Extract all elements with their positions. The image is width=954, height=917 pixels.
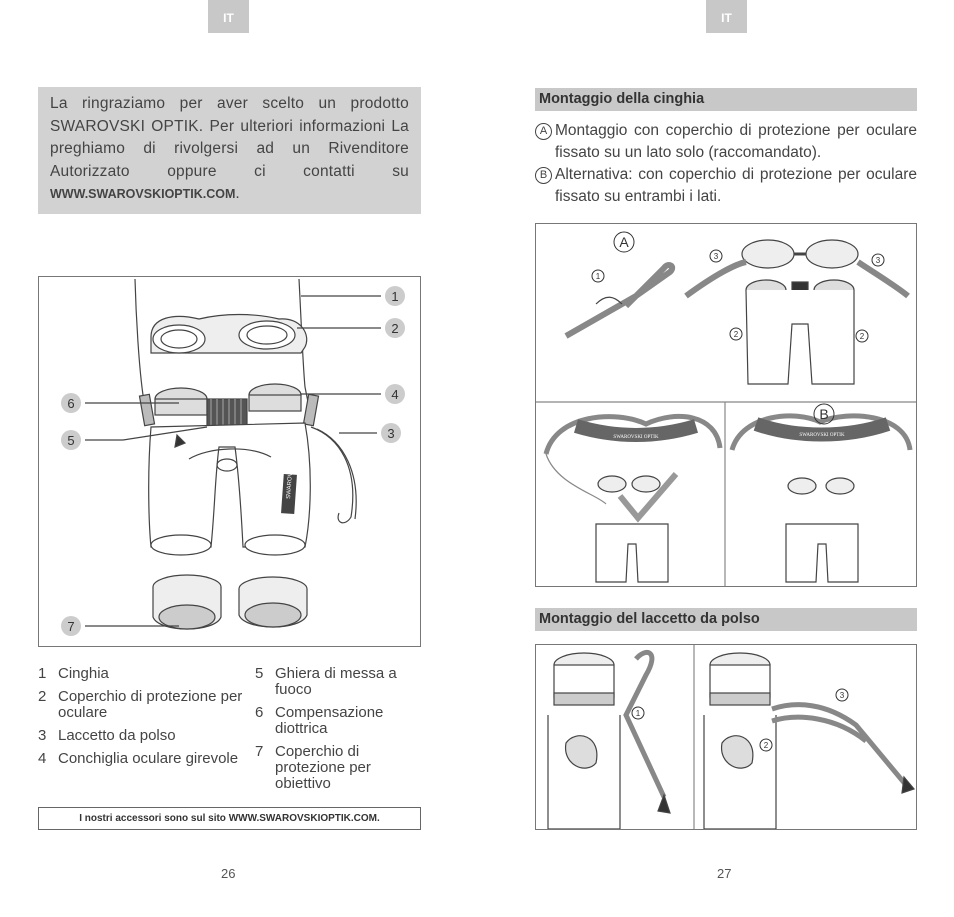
- option-a-text: Montaggio con coperchio di protezione pe…: [555, 122, 917, 161]
- strap-step-3-right: 3: [876, 256, 881, 265]
- callout-4: 4: [391, 387, 398, 402]
- intro-end: .: [235, 185, 240, 202]
- option-a: A Montaggio con coperchio di protezione …: [535, 120, 917, 164]
- strap-text-right: SWAROVSKI OPTIK: [799, 433, 845, 438]
- intro-text: La ringraziamo per aver scelto un prodot…: [50, 95, 409, 180]
- strap-step-2-left: 2: [734, 330, 739, 339]
- intro-url-link[interactable]: WWW.SWAROVSKIOPTIK.COM: [50, 187, 236, 201]
- callout-5: 5: [67, 433, 74, 448]
- strap-step-2-right: 2: [860, 332, 865, 341]
- binoculars-illustration: SWAROVSKI 1: [61, 278, 405, 636]
- wrist-step-3: 3: [840, 691, 845, 700]
- page-number-right: 27: [717, 866, 732, 881]
- strap-text-left: SWAROVSKI OPTIK: [613, 435, 659, 440]
- strap-label-b: B: [819, 406, 828, 422]
- option-b-text: Alternativa: con coperchio di protezione…: [555, 166, 917, 205]
- callout-3: 3: [387, 426, 394, 441]
- callout-2: 2: [391, 321, 398, 336]
- wrist-step-1: 1: [636, 709, 641, 718]
- strap-mounting-illustration: SWAROVSKI OPTIK SWAROVSKI OPTIK A B 1 3 …: [536, 231, 916, 586]
- accessory-note: I nostri accessori sono sul sito WWW.SWA…: [38, 807, 421, 830]
- option-b-badge: B: [535, 167, 552, 184]
- language-tab-right: IT: [706, 0, 747, 33]
- binoculars-figure: SWAROVSKI 1: [38, 276, 421, 647]
- figure-logo: SWAROVSKI: [286, 462, 295, 499]
- section-header-strap: Montaggio della cinghia: [535, 88, 917, 111]
- callout-6: 6: [67, 396, 74, 411]
- language-tab-left: IT: [208, 0, 249, 33]
- strap-step-1: 1: [596, 272, 601, 281]
- wrist-strap-illustration: 1 2 3: [547, 645, 916, 829]
- page-number-left: 26: [221, 866, 236, 881]
- wrist-step-2: 2: [764, 741, 769, 750]
- intro-box: La ringraziamo per aver scelto un prodot…: [38, 87, 421, 214]
- callout-7: 7: [67, 619, 74, 634]
- section-header-wrist: Montaggio del laccetto da polso: [535, 608, 917, 631]
- option-b: B Alternativa: con coperchio di protezio…: [535, 164, 917, 208]
- strap-label-a: A: [619, 234, 629, 250]
- strap-mounting-figure: SWAROVSKI OPTIK SWAROVSKI OPTIK A B 1 3 …: [535, 223, 917, 587]
- strap-step-3-left: 3: [714, 252, 719, 261]
- callout-1: 1: [391, 289, 398, 304]
- wrist-strap-figure: 1 2 3: [535, 644, 917, 830]
- option-a-badge: A: [535, 123, 552, 140]
